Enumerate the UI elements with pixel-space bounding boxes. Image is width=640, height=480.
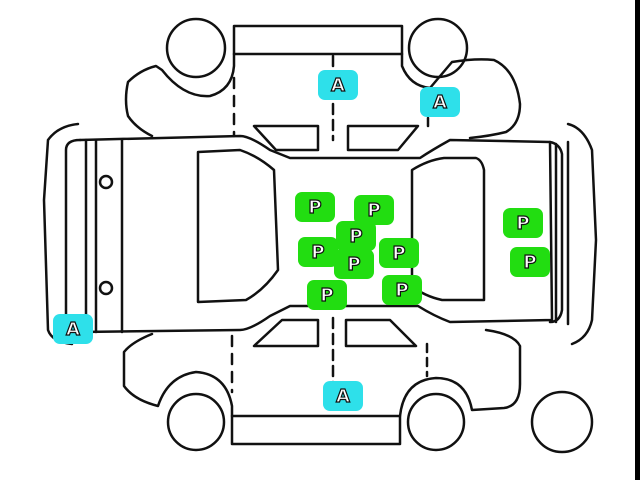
upper-roof-panel	[232, 24, 404, 56]
lower-roof-panel	[230, 414, 402, 446]
upper-side-view	[124, 17, 522, 152]
marker-p-badge[interactable]: P	[336, 221, 376, 251]
rear-window	[410, 156, 486, 302]
upper-right-window	[346, 124, 420, 152]
upper-body-outline	[124, 52, 522, 140]
lower-right-wheel	[406, 392, 466, 452]
marker-a-badge[interactable]: A	[420, 87, 460, 117]
car-top-outline	[78, 134, 554, 334]
lower-right-window	[344, 318, 418, 348]
marker-p-badge[interactable]: P	[379, 238, 419, 268]
marker-p-badge[interactable]: P	[510, 247, 550, 277]
upper-left-wheel	[165, 17, 227, 79]
lower-left-window	[252, 318, 320, 348]
spare-wheel	[530, 390, 594, 454]
upper-left-window	[252, 124, 320, 152]
lower-left-wheel	[166, 392, 226, 452]
edge-bar	[635, 0, 640, 480]
lower-body-outline	[122, 328, 522, 418]
marker-a-badge[interactable]: A	[323, 381, 363, 411]
top-view	[42, 122, 598, 346]
marker-p-badge[interactable]: P	[503, 208, 543, 238]
marker-p-badge[interactable]: P	[295, 192, 335, 222]
front-bumper	[64, 138, 82, 334]
marker-p-badge[interactable]: P	[382, 275, 422, 305]
marker-a-badge[interactable]: A	[53, 314, 93, 344]
windshield	[196, 148, 280, 304]
marker-a-badge[interactable]: A	[318, 70, 358, 100]
lower-side-view	[122, 316, 594, 454]
marker-p-badge[interactable]: P	[307, 280, 347, 310]
upper-right-wheel	[407, 17, 469, 79]
marker-p-badge[interactable]: P	[298, 237, 338, 267]
marker-p-badge[interactable]: P	[334, 249, 374, 279]
marker-p-badge[interactable]: P	[354, 195, 394, 225]
